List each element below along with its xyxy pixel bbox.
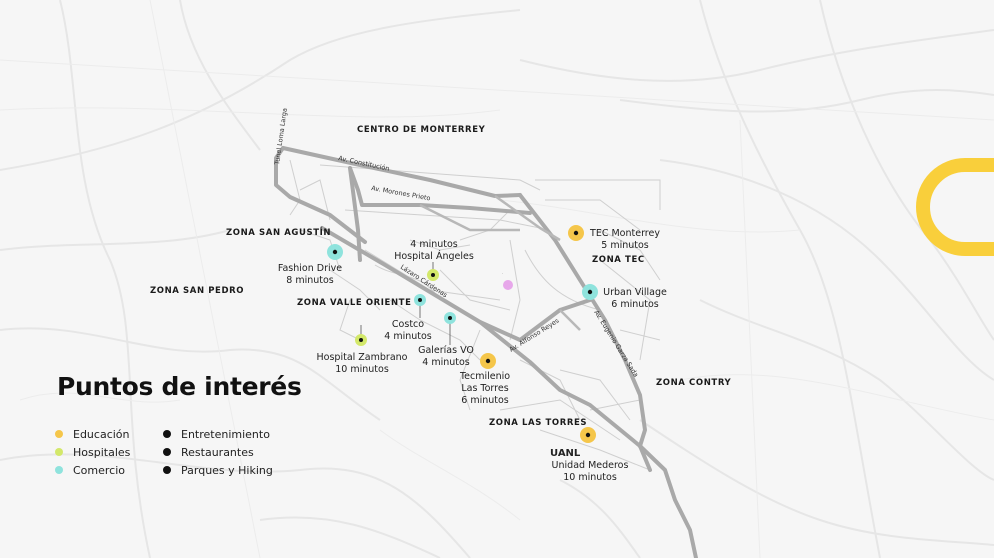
zone-contry: ZONA CONTRY — [656, 378, 732, 388]
page-title: Puntos de interés — [57, 372, 302, 401]
accent-arc-shape — [916, 158, 994, 256]
legend-label: Hospitales — [73, 445, 131, 459]
legend-item-education[interactable]: Educación — [55, 425, 130, 443]
poi-detail: 6 minutos — [611, 299, 659, 310]
poi-title-2: Unidad Mederos — [551, 460, 629, 471]
legend-item-parks[interactable]: Parques y Hiking — [163, 461, 273, 479]
poi-detail: 5 minutos — [601, 240, 649, 251]
tiny-text: · — [502, 272, 503, 276]
poi-title: Fashion Drive — [277, 263, 343, 274]
local-streets — [289, 159, 661, 471]
tec-monterrey-label[interactable]: TEC Monterrey 5 minutos — [586, 228, 664, 252]
poi-detail: 4 minutos — [422, 357, 470, 368]
commerce-dot-icon — [55, 466, 63, 474]
legend-label: Comercio — [73, 463, 126, 477]
zone-tec: ZONA TEC — [592, 255, 645, 265]
poi-title-2: Las Torres — [461, 383, 509, 394]
zone-san-agustin: ZONA SAN AGUSTÍN — [226, 228, 332, 238]
poi-detail: 10 minutos — [563, 472, 617, 483]
legend-item-entertainment[interactable]: Entretenimiento — [163, 425, 273, 443]
legend-label: Entretenimiento — [181, 427, 270, 441]
galerias-vo-label[interactable]: Galerías VO 4 minutos — [410, 345, 482, 369]
legend-label: Parques y Hiking — [181, 463, 273, 477]
poi-markers[interactable] — [327, 225, 598, 443]
poi-detail: 10 minutos — [335, 364, 389, 375]
galerias-vo-marker[interactable] — [444, 312, 456, 324]
poi-detail: 4 minutos — [384, 331, 432, 342]
street-morones: Av. Morones Prieto — [371, 184, 432, 202]
poi-title: UANL — [550, 448, 581, 459]
poi-title: Hospital Zambrano — [316, 352, 408, 363]
street-lazaro: Lázaro Cárdenas — [399, 263, 449, 300]
legend-item-hospitals[interactable]: Hospitales — [55, 443, 130, 461]
zone-valle-oriente: ZONA VALLE ORIENTE — [297, 298, 412, 308]
education-dot-icon — [55, 430, 63, 438]
zone-las-torres: ZONA LAS TORRES — [489, 418, 588, 428]
black-dot-icon — [163, 430, 171, 438]
costco-marker[interactable] — [414, 294, 426, 306]
poi-title: Galerías VO — [418, 345, 474, 356]
hospital-dot-icon — [55, 448, 63, 456]
black-dot-icon — [163, 448, 171, 456]
uanl-label[interactable]: UANL Unidad Mederos 10 minutos — [546, 448, 634, 484]
urban-village-marker[interactable] — [582, 284, 598, 300]
legend-right: Entretenimiento Restaurantes Parques y H… — [163, 425, 273, 479]
zone-san-pedro: ZONA SAN PEDRO — [150, 286, 245, 296]
hospital-angeles-marker[interactable] — [427, 269, 439, 281]
secondary-roads — [419, 194, 581, 331]
poi-detail: 6 minutos — [461, 395, 509, 406]
legend-label: Restaurantes — [181, 445, 254, 459]
tec-monterrey-marker[interactable] — [568, 225, 584, 241]
legend-label: Educación — [73, 427, 130, 441]
fashion-drive-marker[interactable] — [327, 244, 343, 260]
poi-detail: 4 minutos — [410, 239, 458, 250]
black-dot-icon — [163, 466, 171, 474]
main-roads — [274, 146, 698, 558]
poi-title: Costco — [391, 319, 425, 330]
poi-title: Hospital Ángeles — [394, 251, 474, 262]
fashion-drive-label[interactable]: Fashion Drive 8 minutos — [272, 263, 348, 287]
small-pink-marker — [503, 280, 513, 290]
costco-label[interactable]: Costco 4 minutos — [380, 319, 436, 343]
street-tunel: Tunel Loma Larga — [273, 107, 289, 166]
poi-title: Urban Village — [603, 287, 667, 298]
legend-item-commerce[interactable]: Comercio — [55, 461, 130, 479]
hospital-zambrano-marker[interactable] — [355, 334, 367, 346]
hospital-zambrano-label[interactable]: Hospital Zambrano 10 minutos — [310, 352, 414, 376]
poi-title: TEC Monterrey — [590, 228, 660, 239]
uanl-marker[interactable] — [580, 427, 596, 443]
urban-village-label[interactable]: Urban Village 6 minutos — [600, 287, 670, 311]
legend-item-restaurants[interactable]: Restaurantes — [163, 443, 273, 461]
legend-left: Educación Hospitales Comercio — [55, 425, 130, 479]
tecmilenio-marker[interactable] — [480, 353, 496, 369]
tecmilenio-label[interactable]: Tecmilenio Las Torres 6 minutos — [450, 371, 520, 407]
hospital-angeles-label[interactable]: 4 minutos Hospital Ángeles — [392, 239, 476, 263]
poi-title: Tecmilenio — [459, 371, 511, 382]
poi-detail: 8 minutos — [286, 275, 334, 286]
street-constitucion: Av. Constitución — [338, 154, 391, 173]
street-garza-sada: Av. Eugenio Garza Sada — [592, 309, 640, 379]
street-alfonso: Av. Alfonso Reyes — [508, 316, 561, 353]
zone-centro: CENTRO DE MONTERREY — [357, 125, 486, 135]
